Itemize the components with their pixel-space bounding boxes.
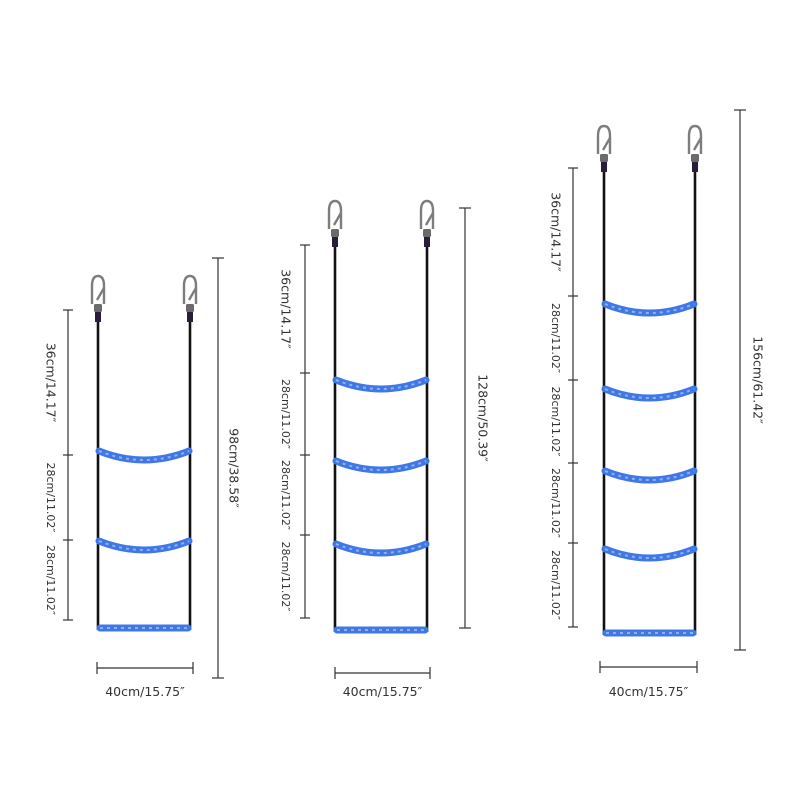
width-label: 40cm/15.75″ xyxy=(609,684,689,699)
rope-clamp xyxy=(332,237,338,247)
rung-spacing-label: 28cm/11.02″ xyxy=(44,545,57,615)
rope-clamp xyxy=(601,162,607,172)
rung-2-texture xyxy=(98,540,190,551)
top-spacing-label: 36cm/14.17″ xyxy=(44,343,59,423)
carabiner-gate xyxy=(601,137,612,151)
width-label: 40cm/15.75″ xyxy=(105,684,185,699)
swivel-ring xyxy=(186,304,194,312)
swivel-ring xyxy=(94,304,102,312)
rung-spacing-label: 28cm/11.02″ xyxy=(279,541,292,611)
left-carabiner-icon xyxy=(596,124,612,172)
rung-3-texture xyxy=(335,543,427,554)
right-carabiner-icon xyxy=(687,124,703,172)
swivel-ring xyxy=(331,229,339,237)
height-label: 98cm/38.58″ xyxy=(227,428,242,508)
left-carabiner-icon xyxy=(90,274,106,322)
top-spacing-label: 36cm/14.17″ xyxy=(549,192,564,272)
rope-clamp xyxy=(424,237,430,247)
rope-clamp xyxy=(187,312,193,322)
rung-spacing-label: 28cm/11.02″ xyxy=(549,303,562,373)
carabiner-gate xyxy=(95,287,106,301)
carabiner-body xyxy=(419,199,435,229)
rung-spacing-label: 28cm/11.02″ xyxy=(279,379,292,449)
height-label: 128cm/50.39″ xyxy=(476,374,491,462)
rung-4-texture xyxy=(604,548,695,559)
width-label: 40cm/15.75″ xyxy=(343,684,423,699)
rung-spacing-label: 28cm/11.02″ xyxy=(549,468,562,538)
ladder-1: 98cm/38.58″ 36cm/14.17″ 28cm/11.02″ 28cm/11… xyxy=(44,257,242,699)
ladder-2: 128cm/50.39″ 36cm/14.17″ 28cm/11.02″ 28cm/1… xyxy=(279,199,491,699)
carabiner-gate xyxy=(332,212,343,226)
carabiner-body xyxy=(90,274,106,304)
carabiner-gate xyxy=(424,212,435,226)
rung-1-texture xyxy=(604,303,695,314)
carabiner-body xyxy=(182,274,198,304)
swivel-ring xyxy=(423,229,431,237)
left-carabiner-icon xyxy=(327,199,343,247)
rung-spacing-label: 28cm/11.02″ xyxy=(44,462,57,532)
swivel-ring xyxy=(691,154,699,162)
swivel-ring xyxy=(600,154,608,162)
carabiner-body xyxy=(687,124,703,154)
right-carabiner-icon xyxy=(419,199,435,247)
right-carabiner-icon xyxy=(182,274,198,322)
carabiner-body xyxy=(596,124,612,154)
carabiner-gate xyxy=(692,137,703,151)
ladder-3: 156cm/61.42″ 36cm/14.17″ 28cm/11.02″ 28cm/1… xyxy=(549,109,766,699)
carabiner-gate xyxy=(187,287,198,301)
rung-spacing-label: 28cm/11.02″ xyxy=(279,460,292,530)
rope-clamp xyxy=(692,162,698,172)
rung-1-texture xyxy=(98,450,190,461)
height-label: 156cm/61.42″ xyxy=(751,336,766,424)
carabiner-body xyxy=(327,199,343,229)
rung-spacing-label: 28cm/11.02″ xyxy=(549,550,562,620)
rung-spacing-label: 28cm/11.02″ xyxy=(549,386,562,456)
top-spacing-label: 36cm/14.17″ xyxy=(279,269,294,349)
rung-1-texture xyxy=(335,379,427,390)
rung-3-texture xyxy=(604,470,695,481)
rope-clamp xyxy=(95,312,101,322)
rung-2-texture xyxy=(604,388,695,399)
rung-2-texture xyxy=(335,460,427,471)
